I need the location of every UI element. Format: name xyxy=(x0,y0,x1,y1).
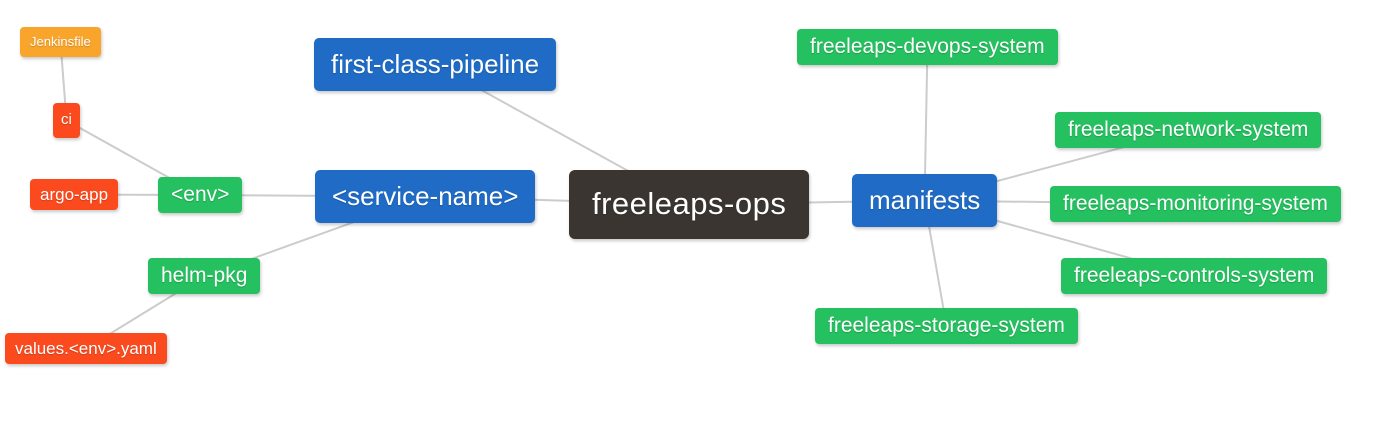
node-env[interactable]: <env> xyxy=(158,177,243,214)
node-service-name[interactable]: <service-name> xyxy=(315,170,536,223)
node-freeleaps-network-system[interactable]: freeleaps-network-system xyxy=(1055,112,1322,149)
node-freeleaps-monitoring-system[interactable]: freeleaps-monitoring-system xyxy=(1050,186,1341,223)
node-freeleaps-devops-system[interactable]: freeleaps-devops-system xyxy=(797,29,1058,66)
node-manifests[interactable]: manifests xyxy=(852,174,998,227)
node-values-env-yaml[interactable]: values.<env>.yaml xyxy=(5,333,167,365)
node-freeleaps-ops[interactable]: freeleaps-ops xyxy=(569,170,810,239)
node-jenkinsfile[interactable]: Jenkinsfile xyxy=(20,27,101,58)
node-ci[interactable]: ci xyxy=(53,103,80,138)
node-freeleaps-storage-system[interactable]: freeleaps-storage-system xyxy=(815,308,1078,345)
node-helm-pkg[interactable]: helm-pkg xyxy=(148,258,261,295)
node-argo-app[interactable]: argo-app xyxy=(30,179,119,211)
node-freeleaps-controls-system[interactable]: freeleaps-controls-system xyxy=(1061,258,1328,295)
node-first-class-pipeline[interactable]: first-class-pipeline xyxy=(314,38,557,91)
